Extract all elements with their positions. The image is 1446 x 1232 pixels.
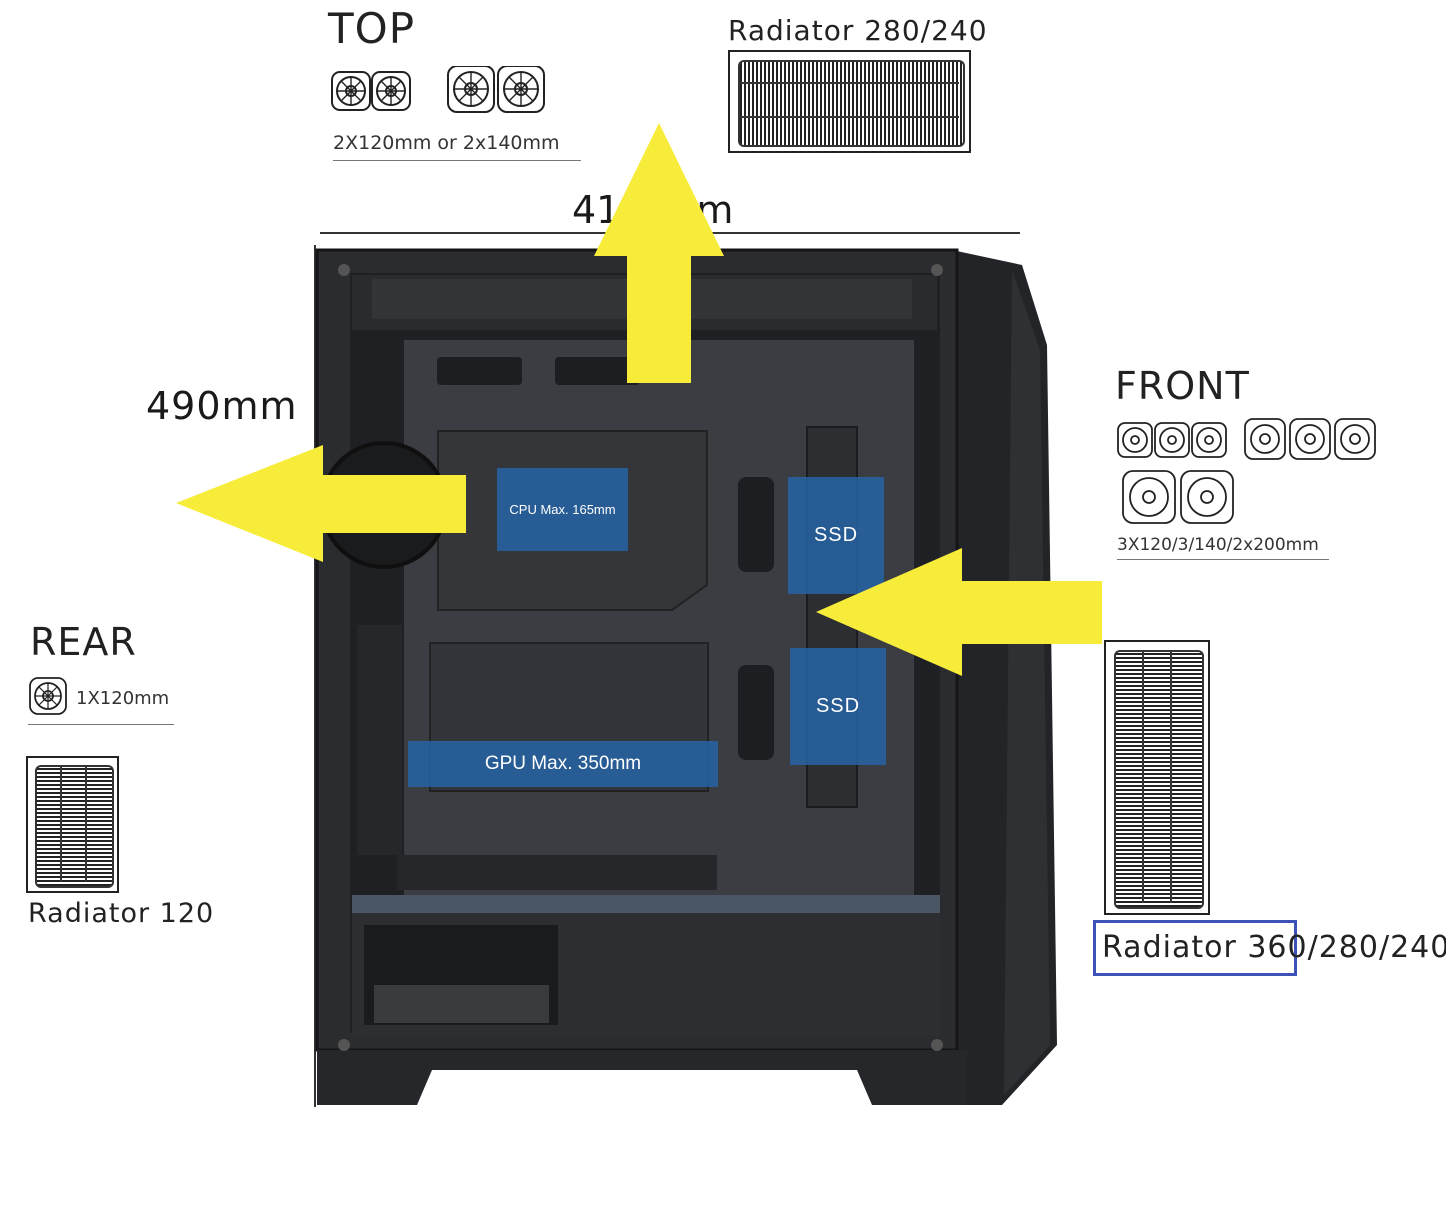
front-radiator-label: Radiator 360/280/240: [1102, 930, 1446, 965]
cpu-clearance-zone: CPU Max. 165mm: [497, 468, 628, 551]
fan-icon-group: [1117, 418, 1376, 524]
fan-icon: [371, 71, 411, 111]
fan-icon: [1244, 418, 1286, 460]
fan-icon: [1122, 470, 1176, 524]
fan-icon: [1154, 422, 1190, 458]
ssd-bay-2: SSD: [790, 648, 886, 765]
front-radiator-label-highlight: Radiator 360: [1102, 930, 1308, 965]
airflow-arrow-front: [816, 548, 1102, 676]
fan-icon-group: [331, 65, 545, 113]
top-radiator-label: Radiator 280/240: [728, 14, 988, 47]
rear-spec: 1X120mm: [76, 688, 170, 709]
fan-icon: [331, 71, 371, 111]
front-fan-icons: [1115, 416, 1385, 531]
fan-icon: [497, 65, 545, 113]
rear-radiator-label: Radiator 120: [28, 898, 215, 929]
airflow-arrow-top: [594, 123, 724, 383]
top-radiator-image: [728, 50, 971, 153]
height-dimension-label: 490mm: [146, 384, 298, 428]
fan-icon: [1180, 470, 1234, 524]
front-radiator-label-rest: /280/240: [1307, 930, 1446, 965]
fan-icon: [29, 677, 67, 715]
front-spec: 3X120/3/140/2x200mm: [1117, 535, 1329, 560]
front-title: FRONT: [1115, 364, 1250, 408]
fan-icon: [1117, 422, 1153, 458]
rear-radiator-image: [26, 756, 119, 893]
height-dimension-line: [314, 245, 316, 1107]
front-radiator-highlight: [1093, 920, 1297, 976]
front-radiator-image: [1104, 640, 1210, 915]
fan-icon: [447, 65, 495, 113]
top-spec: 2X120mm or 2x140mm: [333, 132, 581, 161]
fan-icon: [1289, 418, 1331, 460]
fan-icon: [1334, 418, 1376, 460]
top-fan-icons: [330, 65, 560, 116]
ssd-bay-1: SSD: [788, 477, 884, 594]
gpu-clearance-zone: GPU Max. 350mm: [408, 741, 718, 787]
rear-title: REAR: [30, 620, 137, 664]
airflow-arrow-rear: [176, 445, 466, 562]
rear-spec-row: 1X120mm: [28, 676, 174, 725]
top-title: TOP: [328, 4, 416, 53]
fan-icon: [1191, 422, 1227, 458]
